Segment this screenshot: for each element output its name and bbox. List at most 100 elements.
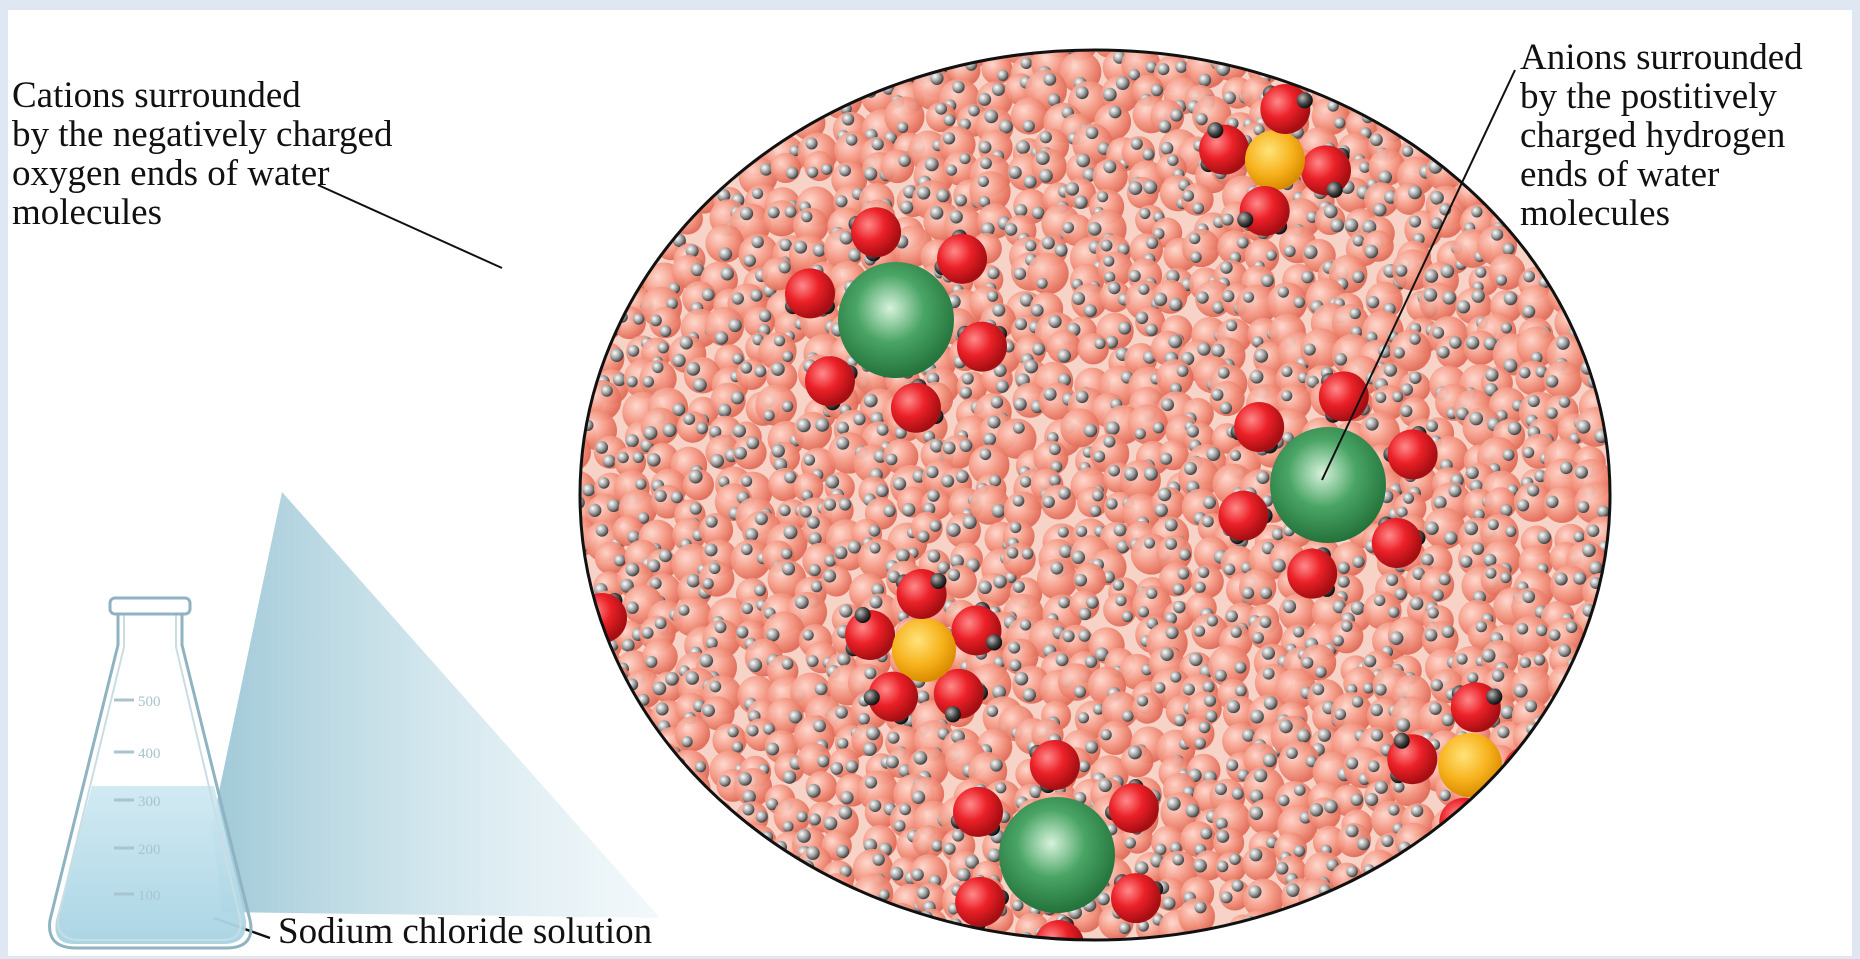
water-molecule (797, 742, 832, 777)
water-molecule (792, 207, 829, 244)
water-molecule (1219, 879, 1251, 911)
water-molecule (1150, 99, 1185, 134)
water-molecule (969, 484, 1010, 525)
graduation-label: 200 (138, 842, 161, 858)
water-molecule (766, 697, 804, 735)
water-molecule (1362, 230, 1394, 262)
water-molecule (761, 257, 795, 291)
water-molecule (1515, 360, 1551, 396)
water-molecule (981, 362, 1013, 395)
water-molecule (1368, 148, 1406, 186)
water-molecule (1300, 644, 1337, 681)
water-molecule (1574, 482, 1610, 525)
water-molecule (714, 344, 745, 375)
flask-rim (108, 596, 192, 616)
water-molecule (770, 152, 801, 184)
water-molecule (977, 203, 1013, 239)
water-molecule (1242, 846, 1277, 881)
water-molecule (977, 572, 1012, 608)
water-molecule (1135, 306, 1166, 337)
cations-leader-line (317, 184, 503, 269)
water-molecule (1193, 850, 1224, 881)
water-molecule (976, 81, 1013, 118)
water-molecule (851, 724, 884, 757)
water-molecule (949, 850, 980, 882)
anion-ion-cluster (950, 740, 1164, 940)
water-molecule (1132, 585, 1173, 626)
water-molecule (1160, 792, 1201, 833)
water-molecule (1365, 281, 1403, 320)
water-molecule (1480, 564, 1513, 596)
water-molecule (1077, 486, 1109, 518)
water-molecule (969, 171, 1011, 213)
water-molecule (884, 96, 925, 137)
water-molecule (763, 200, 801, 237)
water-molecule (700, 696, 735, 731)
hydration-water (1260, 84, 1313, 135)
hydration-water (956, 321, 1008, 372)
water-molecule (833, 539, 865, 571)
water-molecule (1195, 280, 1233, 318)
water-molecule (1517, 285, 1555, 323)
water-molecule (880, 149, 915, 184)
water-molecule (1300, 328, 1343, 371)
water-molecule (1389, 329, 1432, 372)
hydration-water (1230, 402, 1285, 454)
water-molecule (1247, 798, 1284, 835)
water-molecule (1393, 182, 1426, 215)
water-molecule (774, 752, 805, 784)
water-molecule (1243, 766, 1285, 809)
anions-label: Anions surrounded by the postitively cha… (1520, 37, 1803, 234)
water-molecule (912, 825, 946, 859)
water-molecule (1209, 380, 1245, 417)
hydration-water (1387, 732, 1438, 785)
water-molecule (896, 486, 929, 518)
water-molecule (1031, 148, 1067, 185)
water-molecule (1097, 720, 1133, 756)
cations-label: Cations surrounded by the negatively cha… (12, 75, 393, 233)
water-molecule (943, 150, 979, 186)
hydration-water (951, 601, 1003, 656)
water-molecule (1550, 565, 1591, 606)
water-molecule (732, 435, 767, 470)
water-molecule (743, 306, 775, 338)
hydration-water (1383, 425, 1438, 480)
water-molecule (1332, 784, 1364, 817)
graduation-label: 400 (138, 746, 161, 762)
water-molecule (698, 512, 734, 548)
water-molecule (1151, 486, 1186, 522)
hydration-water (1034, 916, 1085, 940)
hydration-water (950, 786, 1004, 837)
water-molecule (1509, 615, 1552, 658)
water-molecule (705, 224, 745, 263)
water-molecule (1435, 335, 1469, 369)
water-molecule (1121, 50, 1161, 85)
hydration-water (895, 569, 947, 620)
water-molecule (829, 748, 860, 779)
water-molecule (769, 442, 801, 473)
water-molecule (1267, 282, 1308, 323)
water-molecule (821, 830, 852, 861)
flask-glass (48, 612, 253, 950)
water-molecule (734, 768, 773, 807)
hydration-water (934, 229, 988, 284)
water-molecule (1036, 558, 1078, 600)
water-molecule (1217, 230, 1252, 265)
water-molecule (1064, 177, 1097, 210)
water-molecule (805, 771, 838, 803)
water-molecule (1002, 542, 1036, 576)
hydration-water (1287, 547, 1338, 599)
water-molecule (1073, 563, 1107, 596)
water-molecule (1127, 404, 1168, 445)
cation-ion (892, 618, 956, 682)
water-molecule (1058, 624, 1094, 660)
cation-ion (1438, 733, 1502, 797)
water-molecule (1428, 202, 1464, 238)
water-molecule (755, 384, 797, 427)
hydration-water (955, 876, 1009, 932)
water-molecule (1097, 251, 1134, 287)
water-molecule (712, 723, 747, 758)
water-molecule (1399, 371, 1431, 403)
water-molecule (1421, 621, 1459, 658)
